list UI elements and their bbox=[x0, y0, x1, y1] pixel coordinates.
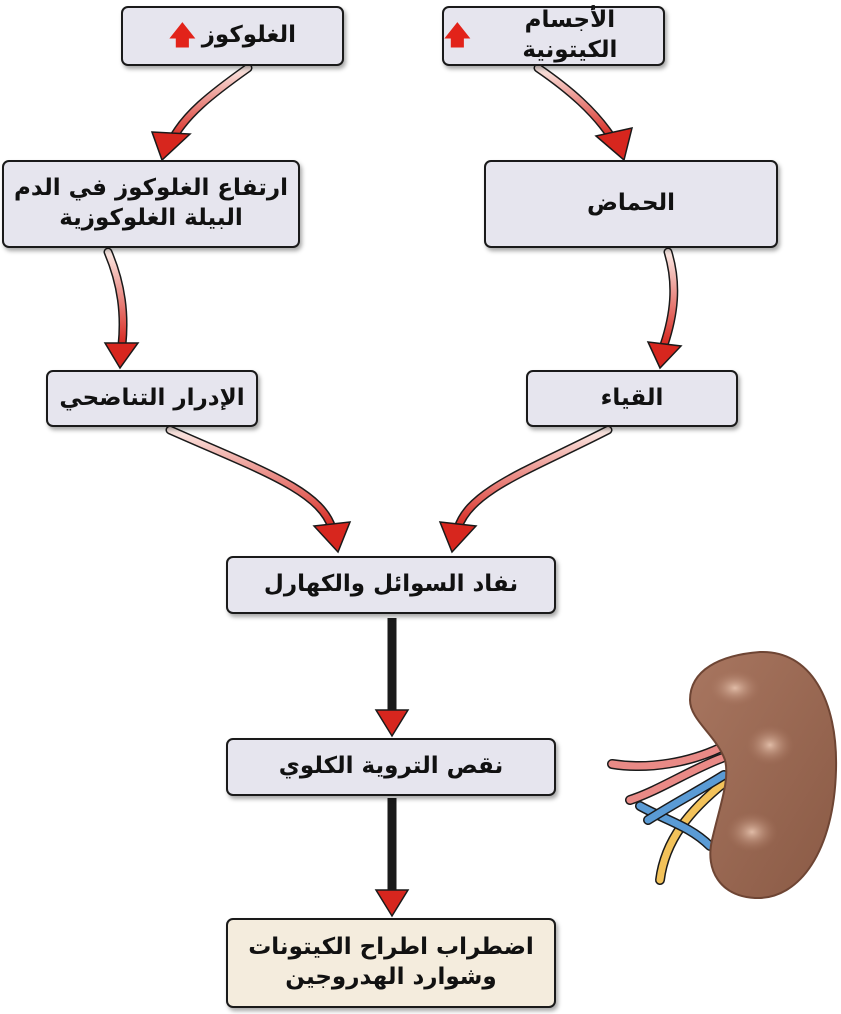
fluid-depletion-label: نفاد السوائل والكهارل bbox=[263, 571, 519, 598]
renal-hypoperfusion-label: نقص التروية الكلوي bbox=[278, 753, 504, 780]
hyperglycemia-line2: البيلة الغلوكوزية bbox=[59, 205, 243, 231]
arrow-glucose-to-hyperglycemia bbox=[150, 63, 253, 162]
vomiting-box: القياء bbox=[526, 370, 738, 427]
arrow-acidosis-to-vomiting bbox=[646, 247, 683, 370]
excretion-line1: اضطراب اطراح الكيتونات bbox=[248, 934, 534, 961]
arrow-renal-to-excretion bbox=[374, 798, 410, 918]
hyperglycemia-box: ارتفاع الغلوكوز في الدم البيلة الغلوكوزي… bbox=[2, 160, 300, 248]
excretion-line2: وشوارد الهدروجين bbox=[285, 964, 497, 990]
renal-hypoperfusion-box: نقص التروية الكلوي bbox=[226, 738, 556, 796]
osmotic-diuresis-label: الإدرار التناضحي bbox=[59, 384, 245, 411]
acidosis-label: الحماض bbox=[586, 190, 676, 217]
hyperglycemia-line1: ارتفاع الغلوكوز في الدم bbox=[13, 175, 289, 202]
arrow-ketones-to-acidosis bbox=[533, 63, 634, 162]
arrow-vomiting-to-fluid bbox=[438, 425, 613, 554]
ketones-box: الأجسام الكيتونية 🡅 bbox=[442, 6, 665, 66]
arrow-hyperglycemia-to-diuresis bbox=[103, 247, 140, 370]
arrow-fluid-to-renal bbox=[374, 618, 410, 738]
up-arrow-icon: 🡅 bbox=[444, 21, 471, 51]
osmotic-diuresis-box: الإدرار التناضحي bbox=[46, 370, 258, 427]
ketone-excretion-box: اضطراب اطراح الكيتونات وشوارد الهدروجين bbox=[226, 918, 556, 1008]
arrow-diuresis-to-fluid bbox=[165, 425, 352, 554]
ketones-label: الأجسام الكيتونية bbox=[522, 7, 618, 63]
glucose-label: الغلوكوز bbox=[201, 22, 297, 49]
fluid-depletion-box: نفاد السوائل والكهارل bbox=[226, 556, 556, 614]
kidney-icon bbox=[607, 650, 838, 900]
up-arrow-icon: 🡅 bbox=[168, 20, 196, 51]
glucose-box: الغلوكوز 🡅 bbox=[121, 6, 344, 66]
acidosis-box: الحماض bbox=[484, 160, 778, 248]
vomiting-label: القياء bbox=[600, 384, 664, 411]
